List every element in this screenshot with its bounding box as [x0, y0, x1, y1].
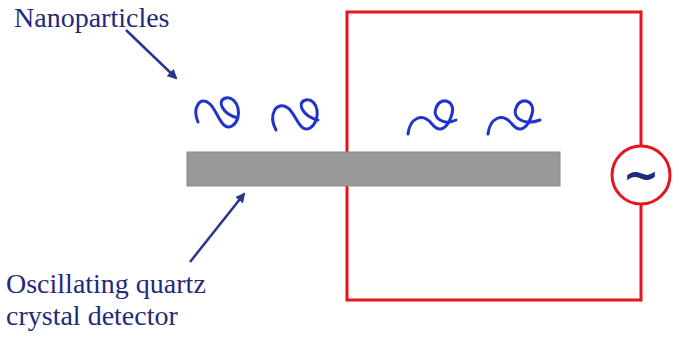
circuit-wire — [347, 12, 641, 152]
ac-source: ~ — [610, 144, 672, 206]
circuit-wire — [347, 186, 641, 300]
quartz-crystal — [187, 152, 560, 186]
particle-label: Nanoparticles — [14, 2, 274, 34]
leader-arrow — [190, 194, 244, 262]
nanoparticles — [196, 98, 540, 134]
leader-arrow — [126, 30, 176, 78]
source-symbol: ~ — [610, 144, 672, 206]
detector-label: Oscillating quartz crystal detector — [6, 268, 268, 332]
